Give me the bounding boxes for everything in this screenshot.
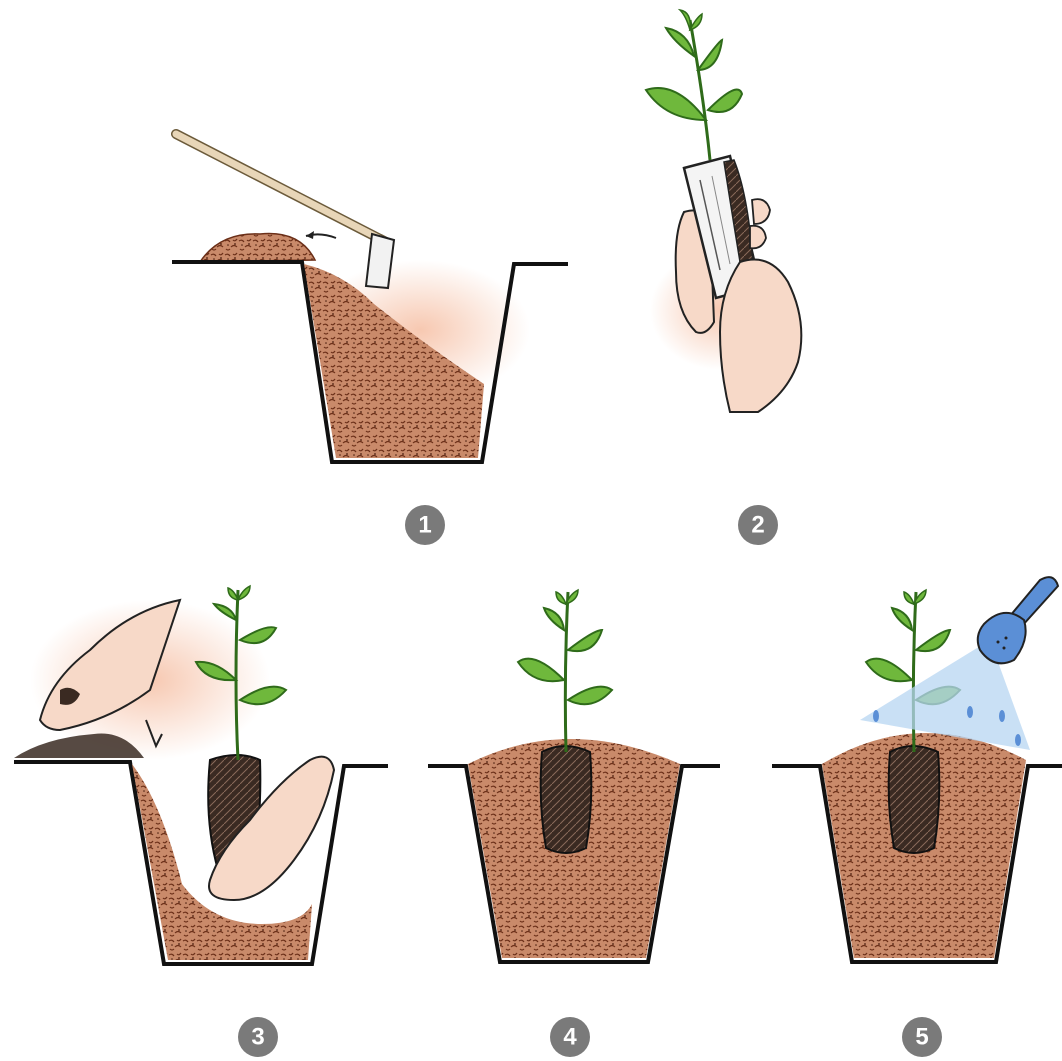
step-badge-3: 3 — [238, 1017, 278, 1057]
watering-can-icon — [978, 577, 1058, 663]
root-ball — [541, 746, 592, 853]
excavated-soil-pile — [200, 234, 315, 262]
root-ball — [889, 746, 940, 853]
planted-seedling-icon — [518, 590, 612, 752]
seedling-icon — [646, 10, 742, 160]
step-number-5: 5 — [915, 1024, 928, 1051]
step-badge-1: 1 — [405, 505, 445, 545]
step-2-remove-pot: 2 — [646, 10, 801, 545]
step-1-dig-hole: 1 — [172, 134, 568, 545]
step-5-watering: 5 — [772, 577, 1062, 1057]
step-number-2: 2 — [751, 512, 764, 539]
step-badge-4: 4 — [550, 1017, 590, 1057]
step-number-3: 3 — [251, 1024, 264, 1051]
step-number-4: 4 — [563, 1024, 577, 1051]
hands-removing-pot-icon — [676, 156, 802, 412]
step-number-1: 1 — [418, 512, 431, 539]
hoe-digging-hole-icon — [176, 134, 394, 288]
step-4-filled-hole: 4 — [428, 590, 720, 1057]
step-3-place-and-backfill: 3 — [14, 586, 388, 1057]
step-badge-5: 5 — [902, 1017, 942, 1057]
step-badge-2: 2 — [738, 505, 778, 545]
